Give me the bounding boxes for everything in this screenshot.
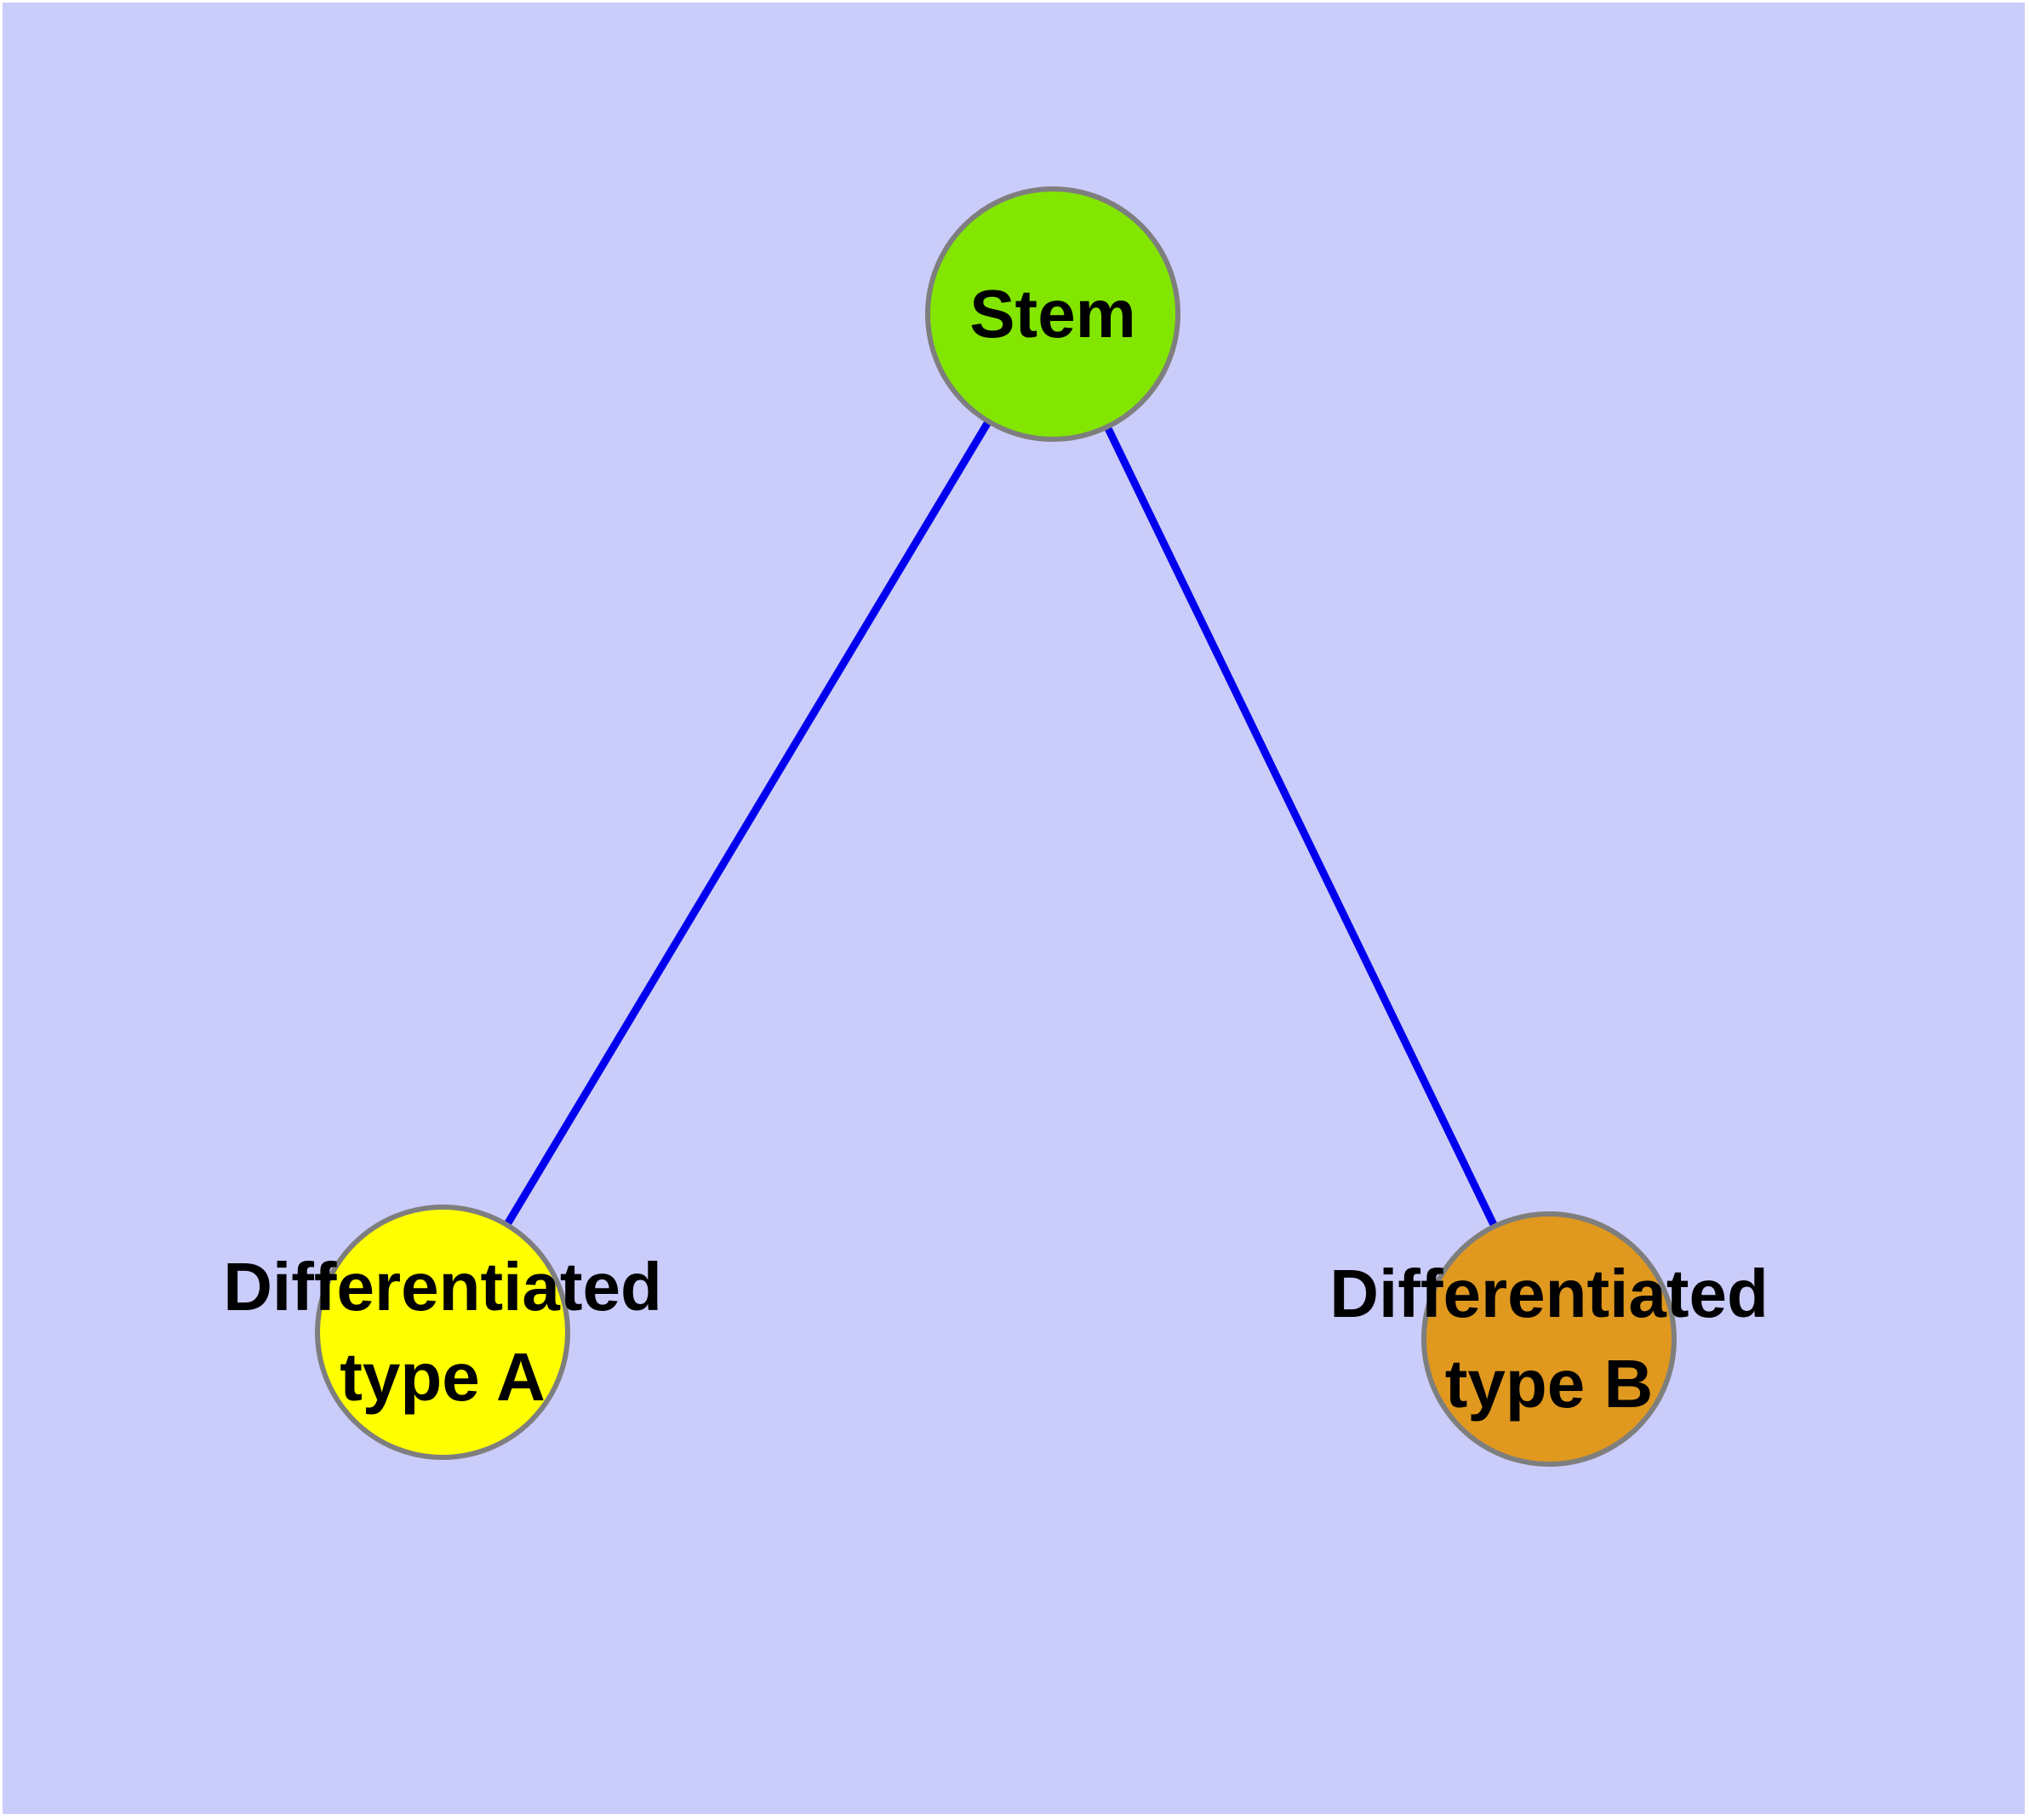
node-type-b-label: Differentiated type B [1329,1249,1769,1429]
edge-stem-to-type-a [439,312,1056,1335]
node-stem[interactable]: Stem [925,186,1180,442]
edge-stem-to-type-b [1049,312,1553,1341]
node-stem-label-text: Stem [969,276,1136,352]
node-type-b-label-line1: Differentiated [1329,1256,1769,1331]
node-type-b-label-line2: type B [1444,1346,1654,1422]
node-type-a-label-line1: Differentiated [223,1249,662,1325]
node-stem-label: Stem [969,269,1136,359]
node-type-a-label: Differentiated type A [223,1242,662,1422]
node-differentiated-type-b[interactable]: Differentiated type B [1329,1211,1769,1467]
node-differentiated-type-a[interactable]: Differentiated type A [223,1205,662,1460]
node-type-a-label-line2: type A [340,1339,546,1415]
diagram-canvas: Stem Differentiated type A Differentiate… [3,3,2025,1814]
edges-layer [439,312,1553,1341]
